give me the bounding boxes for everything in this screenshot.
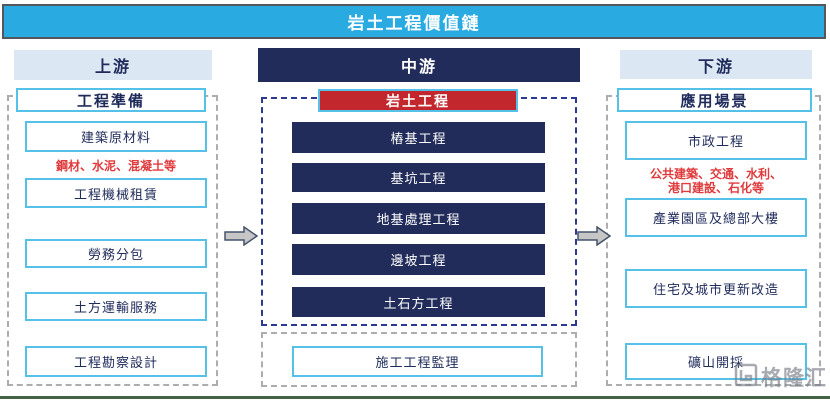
midstream-box-ground-treatment: 地基處理工程: [292, 203, 545, 234]
upstream-section-title: 工程準備: [16, 88, 206, 112]
header-upstream: 上游: [14, 50, 212, 80]
downstream-note: 公共建築、交通、水利、 港口建設、石化等: [612, 167, 820, 197]
upstream-box-survey-design: 工程勘察設計: [25, 346, 207, 377]
upstream-box-raw-materials: 建築原材料: [25, 121, 207, 152]
midstream-box-supervision: 施工工程監理: [292, 346, 543, 377]
arrow-right-icon-midstream-to-downstream: [577, 226, 611, 246]
downstream-box-mining: 礦山開採: [625, 343, 807, 380]
downstream-note-line2: 港口建設、石化等: [667, 181, 764, 195]
upstream-note: 鋼材、水泥、混凝土等: [55, 159, 176, 173]
midstream-box-foundation-pit: 基坑工程: [292, 163, 545, 192]
header-downstream: 下游: [620, 50, 812, 79]
downstream-section-title: 應用場景: [617, 88, 812, 112]
midstream-section-title: 岩土工程: [318, 89, 518, 112]
downstream-box-industrial-park: 產業園區及總部大樓: [625, 198, 807, 237]
downstream-box-residential-renewal: 住宅及城市更新改造: [625, 269, 807, 308]
diagram-title: 岩土工程價值鏈: [2, 4, 826, 39]
watermark: 格隆汇: [734, 362, 827, 392]
gelonghui-logo-icon: [734, 363, 758, 392]
midstream-supervision-container: [261, 332, 577, 387]
downstream-note-line1: 公共建築、交通、水利、: [649, 167, 782, 181]
upstream-box-earth-transport: 土方運輸服務: [25, 292, 207, 321]
upstream-box-labor-subcontracting: 勞務分包: [25, 239, 207, 268]
midstream-box-slope: 邊坡工程: [292, 244, 545, 275]
midstream-box-earthwork: 土石方工程: [292, 287, 545, 317]
watermark-text: 格隆汇: [761, 366, 827, 390]
downstream-box-municipal: 市政工程: [625, 121, 807, 160]
upstream-box-machinery-rental: 工程機械租賃: [25, 178, 207, 208]
midstream-box-pile-foundation: 樁基工程: [292, 122, 545, 153]
arrow-right-icon-upstream-to-midstream: [224, 226, 258, 246]
bottom-divider: [0, 396, 830, 399]
header-midstream: 中游: [258, 48, 580, 82]
